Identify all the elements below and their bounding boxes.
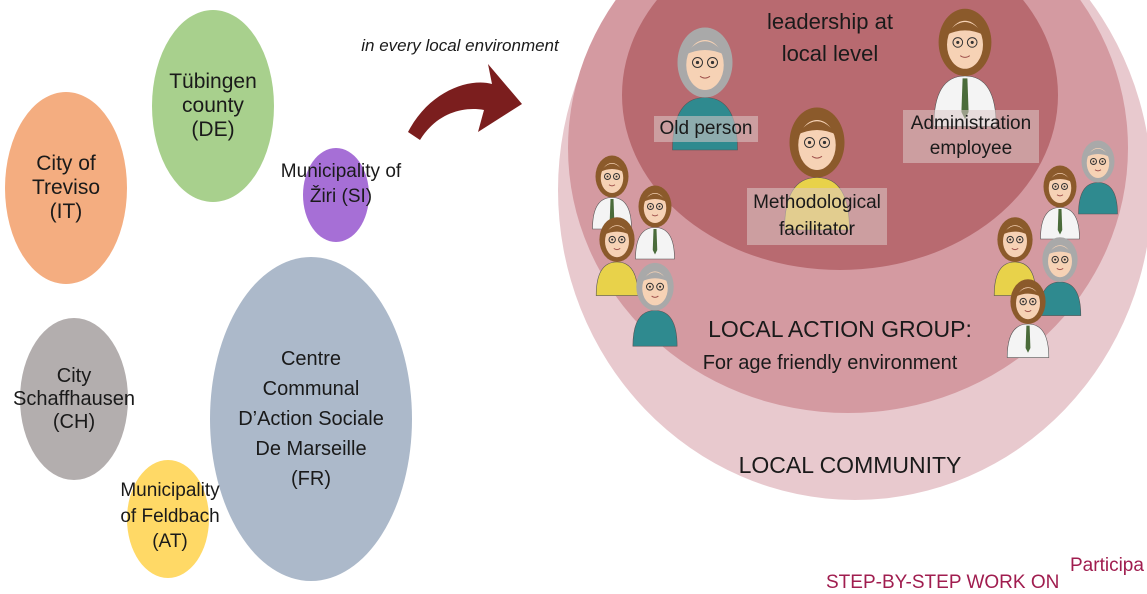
- community-person: [1040, 165, 1080, 240]
- curved-arrow: [408, 64, 522, 140]
- bubble-schaffhausen-label: City Schaffhausen (CH): [13, 364, 135, 433]
- bubble-feldbach: [127, 460, 209, 578]
- bubble-ziri: [303, 148, 369, 242]
- community-person: [1078, 140, 1118, 215]
- bubble-marseille: Centre Communal D’Action Sociale De Mars…: [210, 257, 412, 581]
- bubble-tubingen: Tübingen county (DE): [152, 10, 274, 202]
- role-facilitator: Methodological facilitator: [747, 188, 887, 246]
- step-text: STEP-BY-STEP WORK ON: [826, 572, 1060, 593]
- local-community-label: LOCAL COMMUNITY: [738, 452, 962, 478]
- arrow-caption: in every local environment: [361, 36, 559, 55]
- bubble-schaffhausen: City Schaffhausen (CH): [13, 318, 135, 480]
- role-administration: Administration employee: [903, 110, 1039, 164]
- community-person: [632, 262, 678, 347]
- bubble-ziri-label: Municipality of Žiri (SI): [280, 161, 402, 207]
- bubble-marseille-label: Centre Communal D’Action Sociale De Mars…: [238, 348, 384, 490]
- leadership-label: leadership at local level: [767, 9, 893, 66]
- bubble-tubingen-label: Tübingen county (DE): [169, 70, 257, 141]
- bubble-treviso: City of Treviso (IT): [5, 92, 127, 284]
- community-person: [595, 217, 639, 296]
- participation-text: Participa: [1070, 555, 1144, 576]
- bubble-treviso-label: City of Treviso (IT): [31, 152, 101, 223]
- bubble-feldbach-label: Municipality of Feldbach (AT): [120, 480, 220, 553]
- role-old-person: Old person: [654, 116, 758, 142]
- community-person: [635, 185, 675, 260]
- people-group: [592, 8, 1118, 358]
- community-person: [592, 155, 632, 230]
- community-person: [1038, 237, 1082, 316]
- community-person: [1006, 279, 1050, 358]
- group-subtitle: For age friendly environment: [702, 352, 958, 374]
- group-title: LOCAL ACTION GROUP:: [708, 316, 972, 342]
